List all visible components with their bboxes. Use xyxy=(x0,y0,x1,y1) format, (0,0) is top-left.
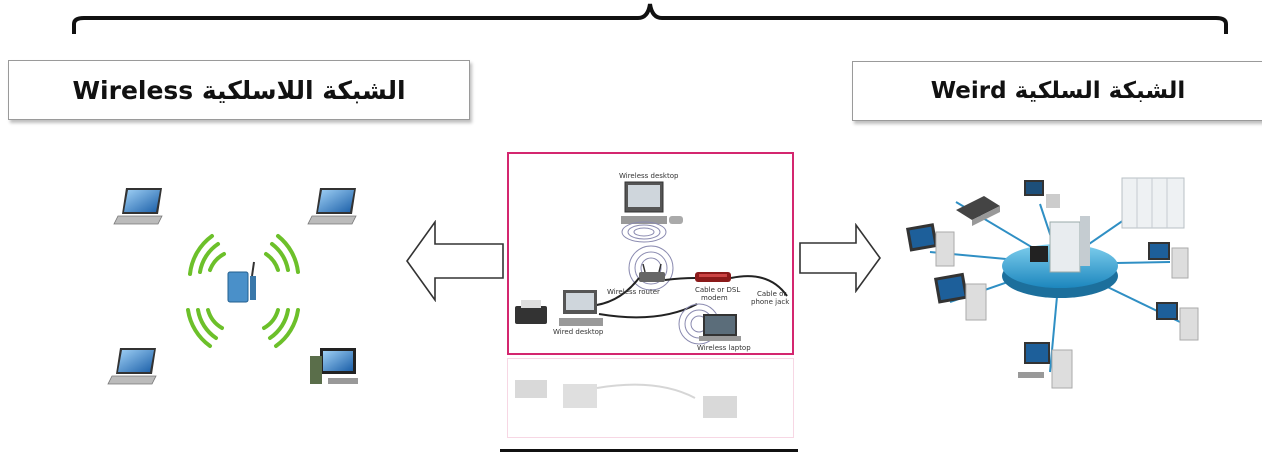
laptop-icon xyxy=(107,348,157,385)
desktop-computer-icon xyxy=(934,272,987,321)
diagram-reflection xyxy=(507,358,794,438)
desktop-computer-icon xyxy=(310,348,358,384)
wired-desktop-label: Wired desktop xyxy=(553,328,604,336)
printer-icon xyxy=(515,300,547,324)
desktop-computer-icon xyxy=(559,290,603,326)
desktop-computer-icon xyxy=(1156,302,1199,341)
monitor-icon xyxy=(1024,180,1060,208)
desktop-computer-icon xyxy=(621,181,683,224)
wireless-network-illustration xyxy=(107,188,358,385)
laptop-icon xyxy=(699,314,741,341)
right-arrow xyxy=(799,223,881,293)
server-icon xyxy=(1030,216,1090,273)
desktop-computer-icon xyxy=(906,223,955,267)
phone-jack-label-line2: phone jack xyxy=(751,298,790,306)
modem-label-line2: modem xyxy=(701,294,728,302)
wireless-desktop-label: Wireless desktop xyxy=(619,172,679,180)
wifi-router-icon xyxy=(227,261,256,303)
laptop-icon xyxy=(113,188,163,225)
desktop-computer-icon xyxy=(1018,342,1073,389)
modem-icon xyxy=(695,272,731,282)
scanner-icon xyxy=(956,196,1000,226)
home-network-diagram: Wireless desktop Wireless router Cable o… xyxy=(507,152,794,355)
phone-jack-label-line1: Cable or xyxy=(757,290,786,298)
wired-network-illustration xyxy=(906,177,1199,389)
wifi-router-icon xyxy=(639,263,665,282)
left-arrow xyxy=(406,220,504,302)
desktop-computer-icon xyxy=(1148,242,1189,279)
wireless-router-label: Wireless router xyxy=(607,288,660,296)
wifi-waves xyxy=(186,234,300,348)
wireless-network-label: الشبكة اللاسلكية Wireless xyxy=(8,60,470,120)
server-rack-icon xyxy=(1121,177,1185,229)
wired-network-label: الشبكة السلكية Weird xyxy=(852,61,1262,121)
modem-label-line1: Cable or DSL xyxy=(695,286,740,294)
top-brace xyxy=(72,3,1228,34)
laptop-icon xyxy=(307,188,357,225)
bottom-underline xyxy=(500,449,798,452)
wireless-laptop-label: Wireless laptop xyxy=(697,344,751,352)
